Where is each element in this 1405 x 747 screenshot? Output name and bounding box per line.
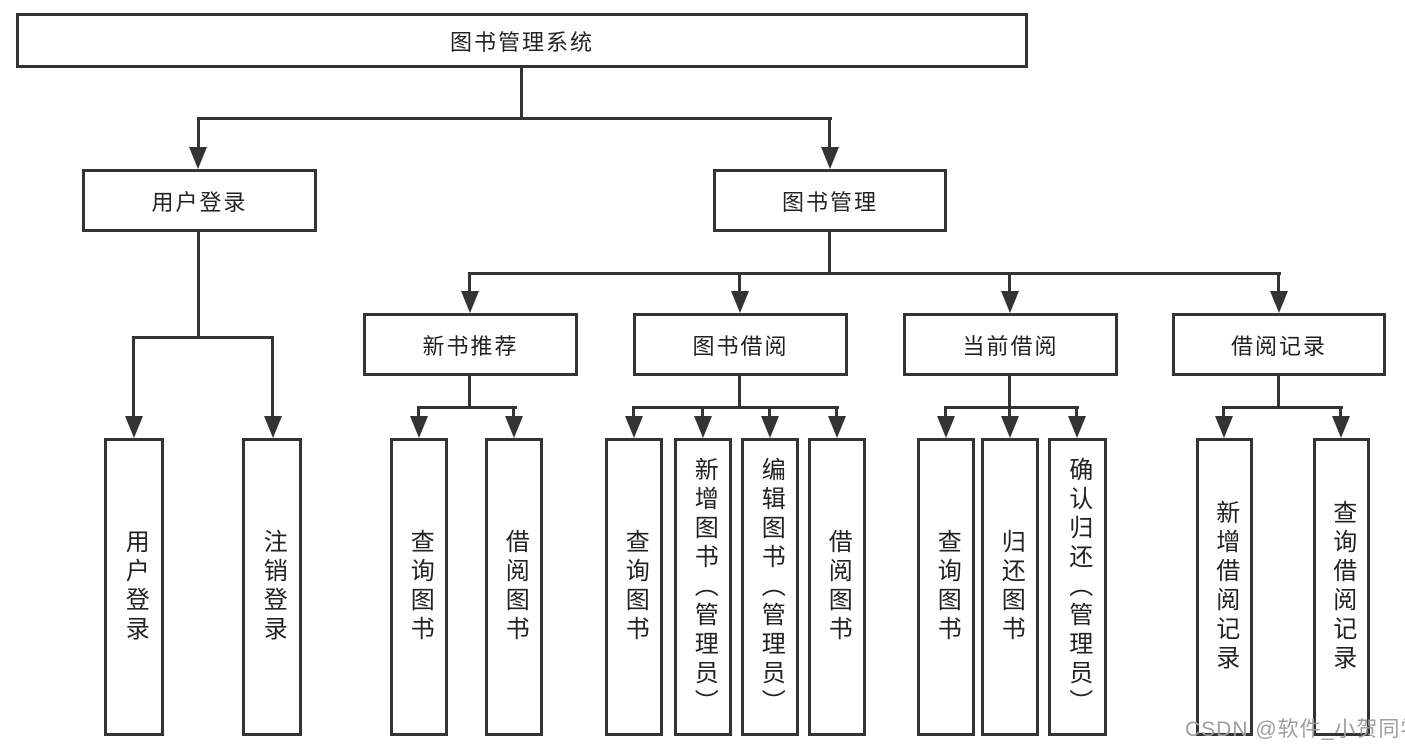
connector-drop — [197, 117, 200, 151]
node-leaf-add-books-admin: 新增图书（管理员） — [674, 438, 732, 736]
connector-drop — [132, 336, 135, 418]
connector-section-rail — [632, 406, 839, 409]
connector-user-trunk — [197, 230, 200, 338]
arrowhead-down-icon — [1001, 291, 1019, 313]
connector-drop — [828, 117, 831, 151]
connector-drop — [768, 406, 771, 420]
arrowhead-down-icon — [505, 416, 523, 438]
node-leaf-borrow-books: 借阅图书 — [485, 438, 543, 736]
arrowhead-down-icon — [625, 416, 643, 438]
connector-drop — [835, 406, 838, 420]
connector-book-rail — [468, 272, 1281, 275]
connector-drop — [468, 272, 471, 294]
node-leaf-add-borrow-record: 新增借阅记录 — [1196, 438, 1253, 736]
arrowhead-down-icon — [461, 291, 479, 313]
connector-section-trunk — [1277, 374, 1280, 408]
node-leaf-query-borrow-record: 查询借阅记录 — [1313, 438, 1370, 736]
node-root-system: 图书管理系统 — [16, 13, 1028, 68]
node-book-management-branch: 图书管理 — [713, 169, 947, 232]
connector-level1-rail — [197, 117, 832, 120]
connector-section-rail — [417, 406, 517, 409]
connector-section-trunk — [738, 374, 741, 408]
connector-drop — [701, 406, 704, 420]
arrowhead-down-icon — [1068, 416, 1086, 438]
connector-drop — [1008, 272, 1011, 294]
arrowhead-down-icon — [761, 416, 779, 438]
node-user-login-branch: 用户登录 — [82, 169, 317, 232]
node-borrowing-records: 借阅记录 — [1172, 313, 1386, 376]
connector-drop — [271, 336, 274, 418]
arrowhead-down-icon — [821, 147, 839, 169]
node-leaf-edit-books-admin: 编辑图书（管理员） — [741, 438, 799, 736]
node-leaf-logout: 注销登录 — [242, 438, 302, 736]
arrowhead-down-icon — [1332, 416, 1350, 438]
connector-book-trunk — [828, 230, 831, 272]
node-book-borrowing: 图书借阅 — [633, 313, 848, 376]
node-leaf-query-books: 查询图书 — [605, 438, 663, 736]
node-leaf-query-books: 查询图书 — [390, 438, 448, 736]
connector-drop — [417, 406, 420, 420]
node-leaf-query-books: 查询图书 — [917, 438, 975, 736]
arrowhead-down-icon — [1270, 291, 1288, 313]
connector-drop — [1008, 406, 1011, 420]
node-leaf-confirm-return-admin: 确认归还（管理员） — [1048, 438, 1107, 736]
connector-drop — [1339, 406, 1342, 420]
connector-section-trunk — [468, 374, 471, 408]
arrowhead-down-icon — [1001, 416, 1019, 438]
arrowhead-down-icon — [828, 416, 846, 438]
arrowhead-down-icon — [694, 416, 712, 438]
connector-drop — [944, 406, 947, 420]
node-leaf-return-books: 归还图书 — [981, 438, 1039, 736]
node-current-borrowing: 当前借阅 — [903, 313, 1118, 376]
node-new-book-recommend: 新书推荐 — [363, 313, 578, 376]
connector-drop — [1075, 406, 1078, 420]
connector-drop — [1222, 406, 1225, 420]
connector-root-trunk — [520, 68, 523, 119]
arrowhead-down-icon — [189, 147, 207, 169]
connector-section-trunk — [1008, 374, 1011, 408]
connector-user-rail — [132, 336, 274, 339]
arrowhead-down-icon — [1215, 416, 1233, 438]
arrowhead-down-icon — [937, 416, 955, 438]
connector-drop — [738, 272, 741, 294]
connector-drop — [632, 406, 635, 420]
arrowhead-down-icon — [125, 416, 143, 438]
connector-section-rail — [1222, 406, 1343, 409]
arrowhead-down-icon — [410, 416, 428, 438]
connector-drop — [512, 406, 515, 420]
connector-drop — [1277, 272, 1280, 294]
node-leaf-user-login: 用户登录 — [104, 438, 164, 736]
connector-section-rail — [944, 406, 1079, 409]
csdn-watermark: CSDN @软件_小贺同学 — [1185, 718, 1405, 741]
arrowhead-down-icon — [264, 416, 282, 438]
node-leaf-borrow-books: 借阅图书 — [808, 438, 866, 736]
arrowhead-down-icon — [731, 291, 749, 313]
